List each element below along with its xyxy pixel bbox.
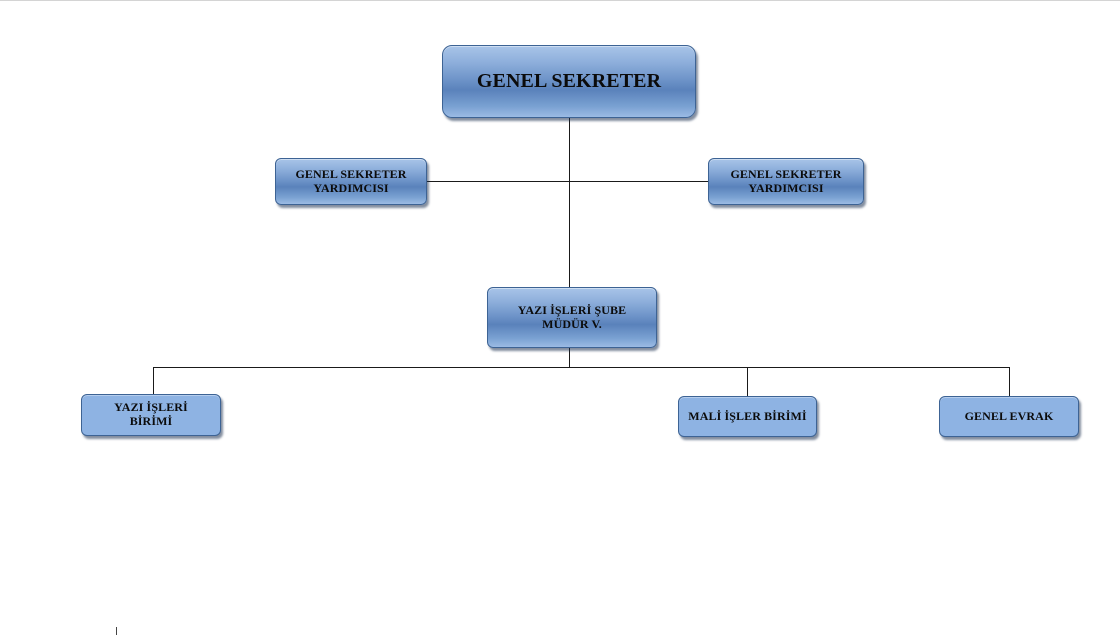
text-cursor bbox=[116, 627, 117, 635]
page-top-rule bbox=[0, 0, 1120, 1]
org-box-unit-genel-evrak: GENEL EVRAK bbox=[939, 396, 1079, 437]
org-box-label: GENEL EVRAK bbox=[964, 408, 1054, 423]
org-box-label: MALİ İŞLER BİRİMİ bbox=[688, 408, 807, 423]
org-box-label-line1: GENEL SEKRETER bbox=[730, 166, 842, 181]
connector-unit-3 bbox=[1009, 367, 1010, 396]
connector-assistants bbox=[426, 181, 709, 182]
org-box-label-line2: YARDIMCISI bbox=[748, 180, 824, 195]
org-box-genel-sekreter: GENEL SEKRETER bbox=[442, 45, 696, 118]
org-box-branch-manager: YAZI İŞLERİ ŞUBE MÜDÜR V. bbox=[487, 287, 657, 348]
org-box-label-line2: BİRİMİ bbox=[129, 414, 173, 428]
connector-units-horizontal bbox=[153, 367, 1010, 368]
org-box-label-line2: YARDIMCISI bbox=[313, 180, 389, 195]
org-box-unit-mali-isler: MALİ İŞLER BİRİMİ bbox=[678, 396, 817, 437]
org-box-unit-yazi-isleri: YAZI İŞLERİ BİRİMİ bbox=[81, 394, 221, 436]
org-box-label-line2: MÜDÜR V. bbox=[542, 316, 602, 331]
org-box-label-line1: YAZI İŞLERİ ŞUBE bbox=[517, 302, 627, 317]
connector-branch-to-units bbox=[569, 348, 570, 367]
org-box-label: GENEL SEKRETER bbox=[476, 70, 662, 92]
connector-unit-2 bbox=[747, 367, 748, 396]
org-box-label-line1: YAZI İŞLERİ bbox=[114, 400, 188, 415]
connector-top-to-branch bbox=[569, 118, 570, 288]
org-box-assistant-left: GENEL SEKRETER YARDIMCISI bbox=[275, 158, 427, 205]
org-box-label-line1: GENEL SEKRETER bbox=[295, 166, 407, 181]
connector-unit-1 bbox=[153, 367, 154, 395]
org-box-assistant-right: GENEL SEKRETER YARDIMCISI bbox=[708, 158, 864, 205]
